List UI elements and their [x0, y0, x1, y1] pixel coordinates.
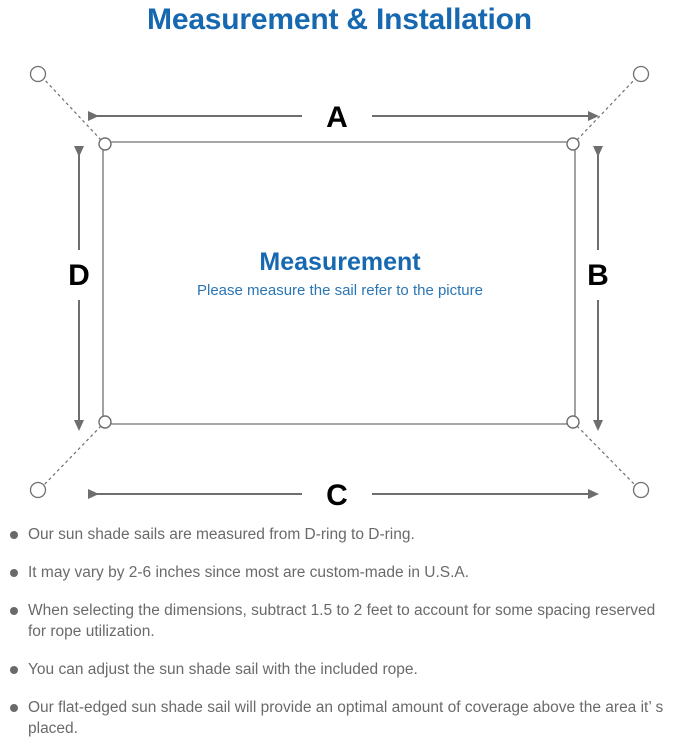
dimension-label-a: A: [326, 101, 348, 134]
anchor-point-top-right: [632, 65, 650, 83]
bullet-icon: [10, 569, 18, 577]
d-ring-bottom-right: [566, 415, 580, 429]
note-text: You can adjust the sun shade sail with t…: [28, 661, 418, 678]
diagram-center-subtitle: Please measure the sail refer to the pic…: [197, 282, 483, 299]
d-ring-top-left: [98, 137, 112, 151]
bullet-icon: [10, 607, 18, 615]
note-text: Our flat-edged sun shade sail will provi…: [28, 699, 664, 737]
dimension-label-c: C: [326, 479, 348, 510]
note-item: When selecting the dimensions, subtract …: [0, 600, 679, 642]
bullet-icon: [10, 666, 18, 674]
bullet-icon: [10, 704, 18, 712]
note-text: When selecting the dimensions, subtract …: [28, 602, 656, 640]
sail-body: [102, 141, 576, 425]
note-item: Our sun shade sails are measured from D-…: [0, 524, 679, 545]
rope-bottom-right: [576, 425, 638, 488]
note-item: Our flat-edged sun shade sail will provi…: [0, 697, 679, 739]
page-title: Measurement & Installation: [147, 3, 532, 36]
d-ring-top-right: [566, 137, 580, 151]
anchor-point-top-left: [29, 65, 47, 83]
rope-top-right: [576, 76, 638, 141]
note-item: It may vary by 2-6 inches since most are…: [0, 562, 679, 583]
anchor-point-bottom-left: [29, 481, 47, 499]
anchor-point-bottom-right: [632, 481, 650, 499]
rope-top-left: [41, 76, 102, 141]
rope-bottom-left: [41, 425, 102, 488]
dimension-label-d: D: [68, 259, 90, 292]
notes-list: Our sun shade sails are measured from D-…: [0, 524, 679, 756]
note-text: Our sun shade sails are measured from D-…: [28, 526, 415, 543]
dimension-label-b: B: [587, 259, 609, 292]
diagram-center-title: Measurement: [259, 248, 421, 276]
measurement-diagram: A C D B Measurement Please measure the s…: [0, 50, 679, 510]
note-text: It may vary by 2-6 inches since most are…: [28, 564, 470, 581]
note-item: You can adjust the sun shade sail with t…: [0, 659, 679, 680]
bullet-icon: [10, 531, 18, 539]
d-ring-bottom-left: [98, 415, 112, 429]
